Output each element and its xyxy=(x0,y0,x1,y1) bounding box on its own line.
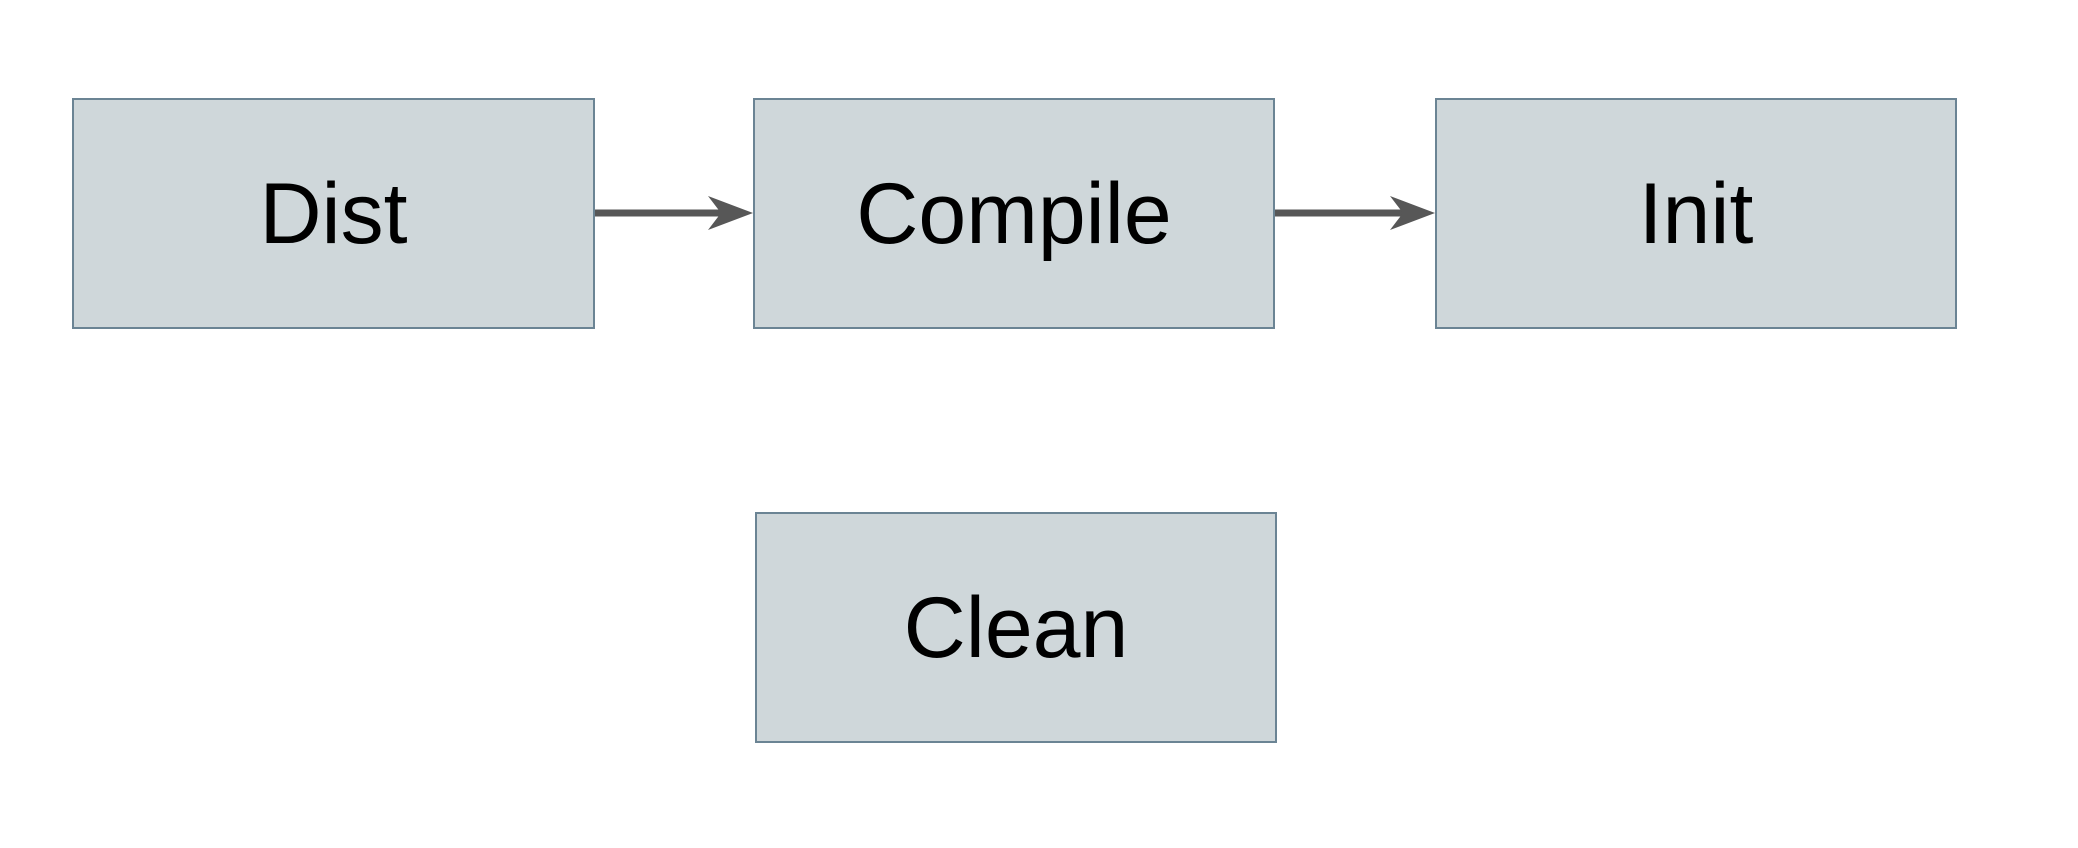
node-dist-label: Dist xyxy=(259,165,408,262)
node-init-label: Init xyxy=(1638,165,1754,262)
node-clean: Clean xyxy=(755,512,1277,743)
arrowhead-icon xyxy=(708,196,753,230)
node-clean-label: Clean xyxy=(903,579,1129,676)
node-compile: Compile xyxy=(753,98,1275,329)
arrow-compile-to-init xyxy=(1275,196,1435,230)
node-dist: Dist xyxy=(72,98,595,329)
node-compile-label: Compile xyxy=(856,165,1172,262)
arrowhead-icon xyxy=(1390,196,1435,230)
node-init: Init xyxy=(1435,98,1957,329)
arrow-dist-to-compile xyxy=(595,196,753,230)
